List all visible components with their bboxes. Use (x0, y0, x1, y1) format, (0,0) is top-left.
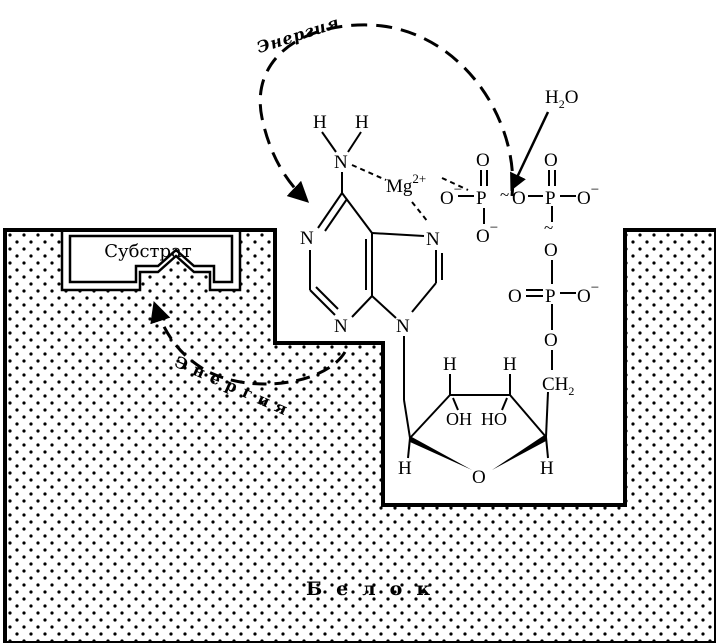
ring-n9: N (396, 316, 410, 337)
ring-n1: N (300, 228, 314, 249)
o-beta-top: O (544, 150, 558, 171)
bond (371, 295, 397, 319)
substrate-label: Субстрат (104, 241, 191, 262)
o-gamma-left: O− (440, 182, 462, 209)
bond (309, 289, 336, 316)
o-gamma-top: O (476, 150, 490, 171)
wedge-bond (492, 434, 546, 470)
tilde-2: ~ (544, 218, 553, 237)
bond (341, 192, 373, 234)
bond (501, 397, 508, 411)
water-label: H2O (545, 87, 578, 111)
h-c3: H (503, 354, 517, 375)
mg-ion: Mg2+ (386, 171, 426, 197)
o-bridge-gamma-beta: O (512, 188, 526, 209)
energy-arrow-top (258, 23, 515, 203)
mg-coordination (441, 177, 469, 191)
bond (509, 394, 547, 438)
amine-n: N (334, 152, 348, 173)
ring-n3: N (334, 316, 348, 337)
bond (545, 391, 549, 438)
mg-coordination (411, 201, 429, 223)
bond (347, 131, 362, 153)
h-c4: H (540, 458, 554, 479)
bond (411, 282, 437, 313)
bond (545, 436, 549, 459)
o-beta-right: O− (577, 182, 599, 209)
ho-group: HO (481, 409, 507, 429)
oh-group: OH (446, 409, 472, 429)
energy-arrow-bottom (150, 301, 347, 386)
amine-h2: H (355, 112, 369, 133)
o-bridge-beta-alpha: O (544, 240, 558, 261)
ch2-group: CH2 (542, 374, 574, 398)
o-alpha-left: O (508, 286, 522, 307)
bond (324, 198, 348, 232)
ring-o: O (472, 467, 486, 488)
bond (371, 232, 425, 237)
water-attack-arrow (510, 111, 550, 192)
energy-label-top: Энергия (254, 12, 342, 57)
o-gamma-bottom: O− (476, 220, 498, 247)
h-c1: H (398, 458, 412, 479)
p-beta: P (545, 188, 556, 209)
o-alpha-right: O− (577, 280, 599, 307)
bond (317, 192, 343, 229)
p-gamma: P (476, 188, 487, 209)
protein-body (3, 228, 716, 643)
mg-coordination (351, 164, 387, 181)
bond (403, 399, 411, 439)
bond (351, 295, 373, 318)
wedge-bond (410, 436, 472, 470)
bond (409, 394, 451, 439)
bond (407, 437, 411, 459)
bond (315, 286, 339, 310)
substrate-block (68, 234, 234, 284)
ring-n7: N (426, 229, 440, 250)
o-alpha-bottom: O (544, 330, 558, 351)
p-alpha: P (545, 286, 556, 307)
tilde-1: ~ (500, 185, 509, 204)
bond (321, 131, 337, 153)
bond (452, 397, 459, 411)
h-c2: H (443, 354, 457, 375)
protein-label: Белок (306, 578, 444, 600)
amine-h1: H (313, 112, 327, 133)
